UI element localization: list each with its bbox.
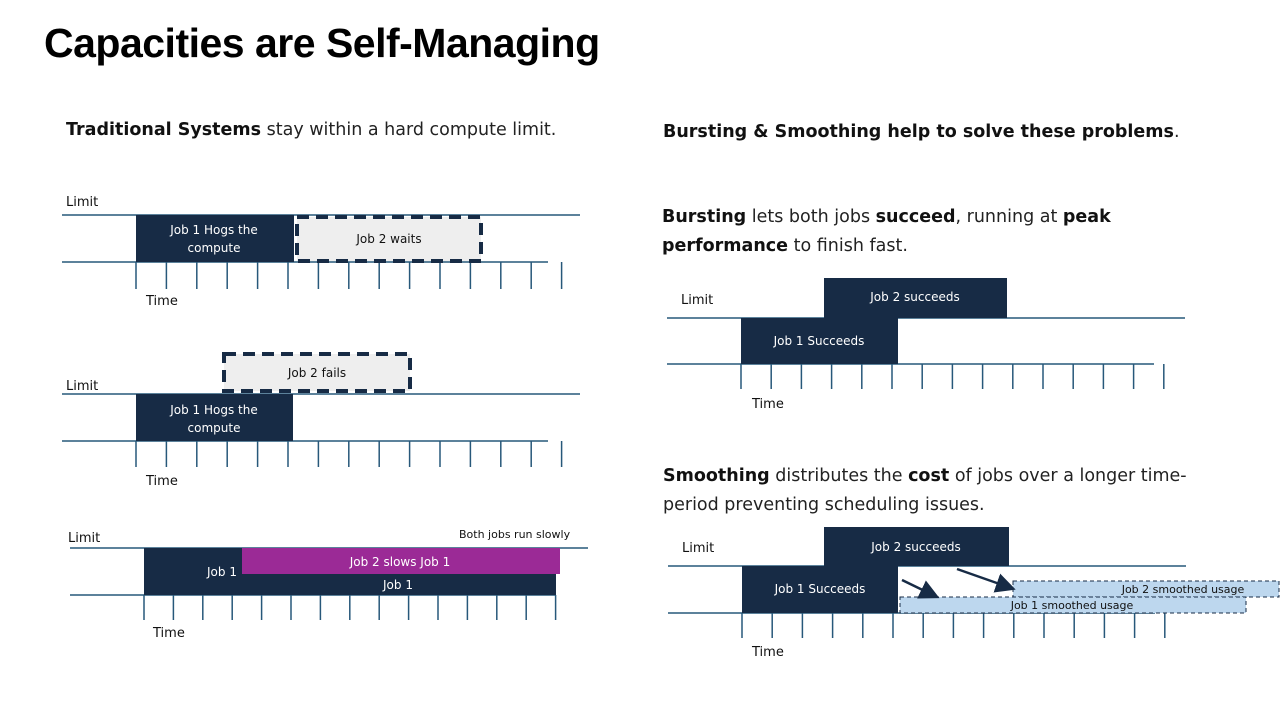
smoothing-line-2: period preventing scheduling issues.: [663, 495, 985, 515]
intro-bold: Traditional Systems: [66, 120, 262, 140]
scenario-fail-diagram: Limit Job 2 fails Job 1 Hogs the compute…: [62, 352, 580, 489]
job2-smoothing-bar: [824, 527, 1009, 566]
time-label: Time: [751, 397, 784, 412]
text-run: of jobs over a longer time-: [949, 466, 1187, 486]
job2-burst-bar: [824, 278, 1007, 318]
job1-bottom-bar: [242, 574, 556, 595]
limit-label: Limit: [682, 541, 714, 556]
text-run: to finish fast.: [788, 236, 908, 256]
axis-ticks: [135, 441, 563, 467]
job1-hog-label-line1: Job 1 Hogs the: [169, 223, 258, 237]
job1-hog-bar: [136, 394, 293, 441]
limit-label: Limit: [66, 195, 98, 210]
text-run: lets both jobs: [746, 207, 876, 227]
axis-ticks: [143, 595, 557, 620]
scenario-slow-diagram: Limit Both jobs run slowly Job 1 Job 2 s…: [68, 528, 588, 641]
job2-slows-label: Job 2 slows Job 1: [349, 555, 451, 569]
job2-smoothed-label: Job 2 smoothed usage: [1121, 583, 1245, 596]
headline-bold: Bursting & Smoothing help to solve these…: [663, 122, 1174, 142]
job1-bottom-label: Job 1: [382, 578, 413, 592]
bold-run: peak: [1062, 207, 1111, 227]
axis-ticks: [740, 364, 1165, 389]
arrow-job1-to-smoothed: [901, 578, 940, 599]
bursting-diagram: Limit Job 2 succeeds Job 1 Succeeds Time: [667, 278, 1185, 412]
job2-succeeds-label: Job 2 succeeds: [869, 290, 959, 304]
time-label: Time: [145, 294, 178, 309]
job1-hog-label-line2: compute: [188, 421, 241, 435]
job1-smoothed-label: Job 1 smoothed usage: [1010, 599, 1134, 612]
bold-run: Bursting: [662, 207, 747, 227]
text-run: , running at: [955, 207, 1063, 227]
bursting-description: Bursting lets both jobs succeed, running…: [662, 203, 1111, 261]
traditional-systems-intro: Traditional Systems stay within a hard c…: [66, 116, 556, 145]
job2-waits-label: Job 2 waits: [355, 232, 421, 246]
job1-burst-bar: [741, 318, 898, 364]
job2-failed-box: [222, 352, 412, 393]
job1-smoothing-bar: [742, 566, 898, 613]
headline-rest: .: [1173, 122, 1180, 142]
job2-fails-label: Job 2 fails: [287, 366, 346, 380]
job1-succeeds-label: Job 1 Succeeds: [774, 582, 866, 596]
bold-run: performance: [662, 236, 789, 256]
right-headline: Bursting & Smoothing help to solve these…: [663, 118, 1180, 147]
arrow-job2-to-smoothed: [956, 567, 1016, 593]
limit-label: Limit: [68, 531, 100, 546]
job1-left-bar: [144, 548, 242, 595]
job2-slows-bar: [242, 548, 560, 574]
job2-succeeds-label: Job 2 succeeds: [870, 540, 960, 554]
bold-run: cost: [908, 466, 950, 486]
limit-label: Limit: [681, 293, 713, 308]
job1-left-label: Job 1: [206, 565, 237, 579]
axis-ticks: [741, 613, 1166, 638]
smoothing-diagram: Limit Job 2 succeeds Job 1 Succeeds Job …: [668, 527, 1280, 660]
job1-hog-label-line2: compute: [188, 241, 241, 255]
job1-hog-bar: [136, 215, 294, 262]
job1-smoothed-usage-box: [899, 596, 1247, 614]
axis-ticks: [135, 262, 563, 289]
time-label: Time: [152, 626, 185, 641]
job2-waiting-box: [295, 215, 483, 263]
intro-rest: stay within a hard compute limit.: [261, 120, 557, 140]
time-label: Time: [751, 645, 784, 660]
time-label: Time: [145, 474, 178, 489]
bursting-line-1: Bursting lets both jobs succeed, running…: [662, 207, 1111, 227]
job1-succeeds-label: Job 1 Succeeds: [773, 334, 865, 348]
scenario-wait-diagram: Limit Job 1 Hogs the compute Job 2 waits…: [62, 195, 580, 309]
both-jobs-slow-note: Both jobs run slowly: [459, 528, 571, 541]
bold-run: Smoothing: [663, 466, 770, 486]
text-run: distributes the: [769, 466, 909, 486]
text-run: period preventing scheduling issues.: [663, 495, 985, 515]
slide-title: Capacities are Self-Managing: [44, 20, 600, 66]
job1-hog-label-line1: Job 1 Hogs the: [169, 403, 258, 417]
bursting-line-2: performance to finish fast.: [662, 236, 908, 256]
smoothing-description: Smoothing distributes the cost of jobs o…: [663, 462, 1187, 520]
bold-run: succeed: [875, 207, 956, 227]
smoothing-line-1: Smoothing distributes the cost of jobs o…: [663, 466, 1187, 486]
limit-label: Limit: [66, 379, 98, 394]
